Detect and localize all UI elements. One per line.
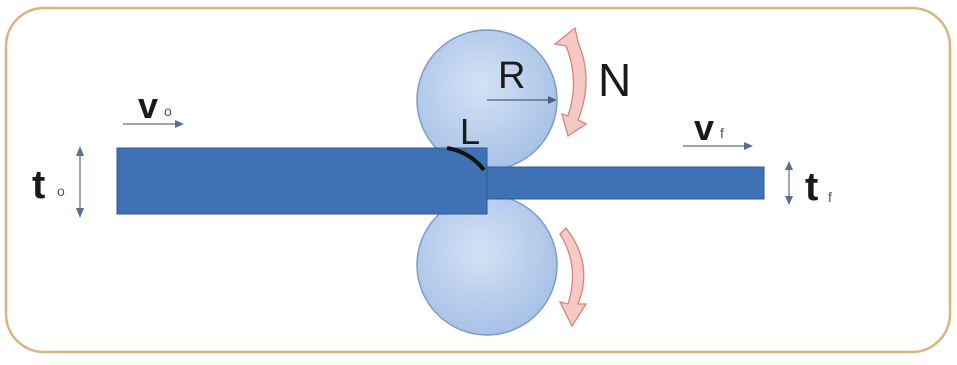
entry-thickness-subscript: o bbox=[57, 183, 65, 199]
rotation-arrow-bottom bbox=[558, 227, 588, 328]
roll-speed-label: N bbox=[598, 54, 631, 106]
strip-exit bbox=[486, 166, 765, 200]
exit-velocity-arrow-head bbox=[744, 142, 753, 150]
entry-velocity-subscript: o bbox=[164, 103, 172, 119]
exit-thickness-dim-head-top bbox=[785, 161, 793, 170]
entry-velocity-label: v bbox=[138, 85, 158, 126]
radius-arrow-head bbox=[548, 96, 557, 104]
rotation-arrow-top bbox=[553, 26, 588, 138]
contact-length-arc bbox=[446, 146, 486, 172]
entry-thickness-label: t bbox=[32, 163, 45, 207]
strip-entry bbox=[116, 147, 488, 215]
entry-velocity-arrow-head bbox=[175, 120, 184, 128]
exit-thickness-dim-head-bottom bbox=[785, 196, 793, 205]
bottom-roll bbox=[416, 194, 558, 336]
entry-thickness-dim-head-bottom bbox=[76, 208, 84, 218]
exit-thickness-label: t bbox=[805, 165, 818, 209]
contact-length-label: L bbox=[460, 111, 480, 152]
exit-velocity-label: v bbox=[694, 107, 714, 148]
exit-velocity-subscript: f bbox=[720, 125, 724, 141]
entry-thickness-dim-head-top bbox=[76, 146, 84, 156]
exit-thickness-subscript: f bbox=[828, 189, 832, 205]
roll-radius-label: R bbox=[498, 55, 525, 97]
